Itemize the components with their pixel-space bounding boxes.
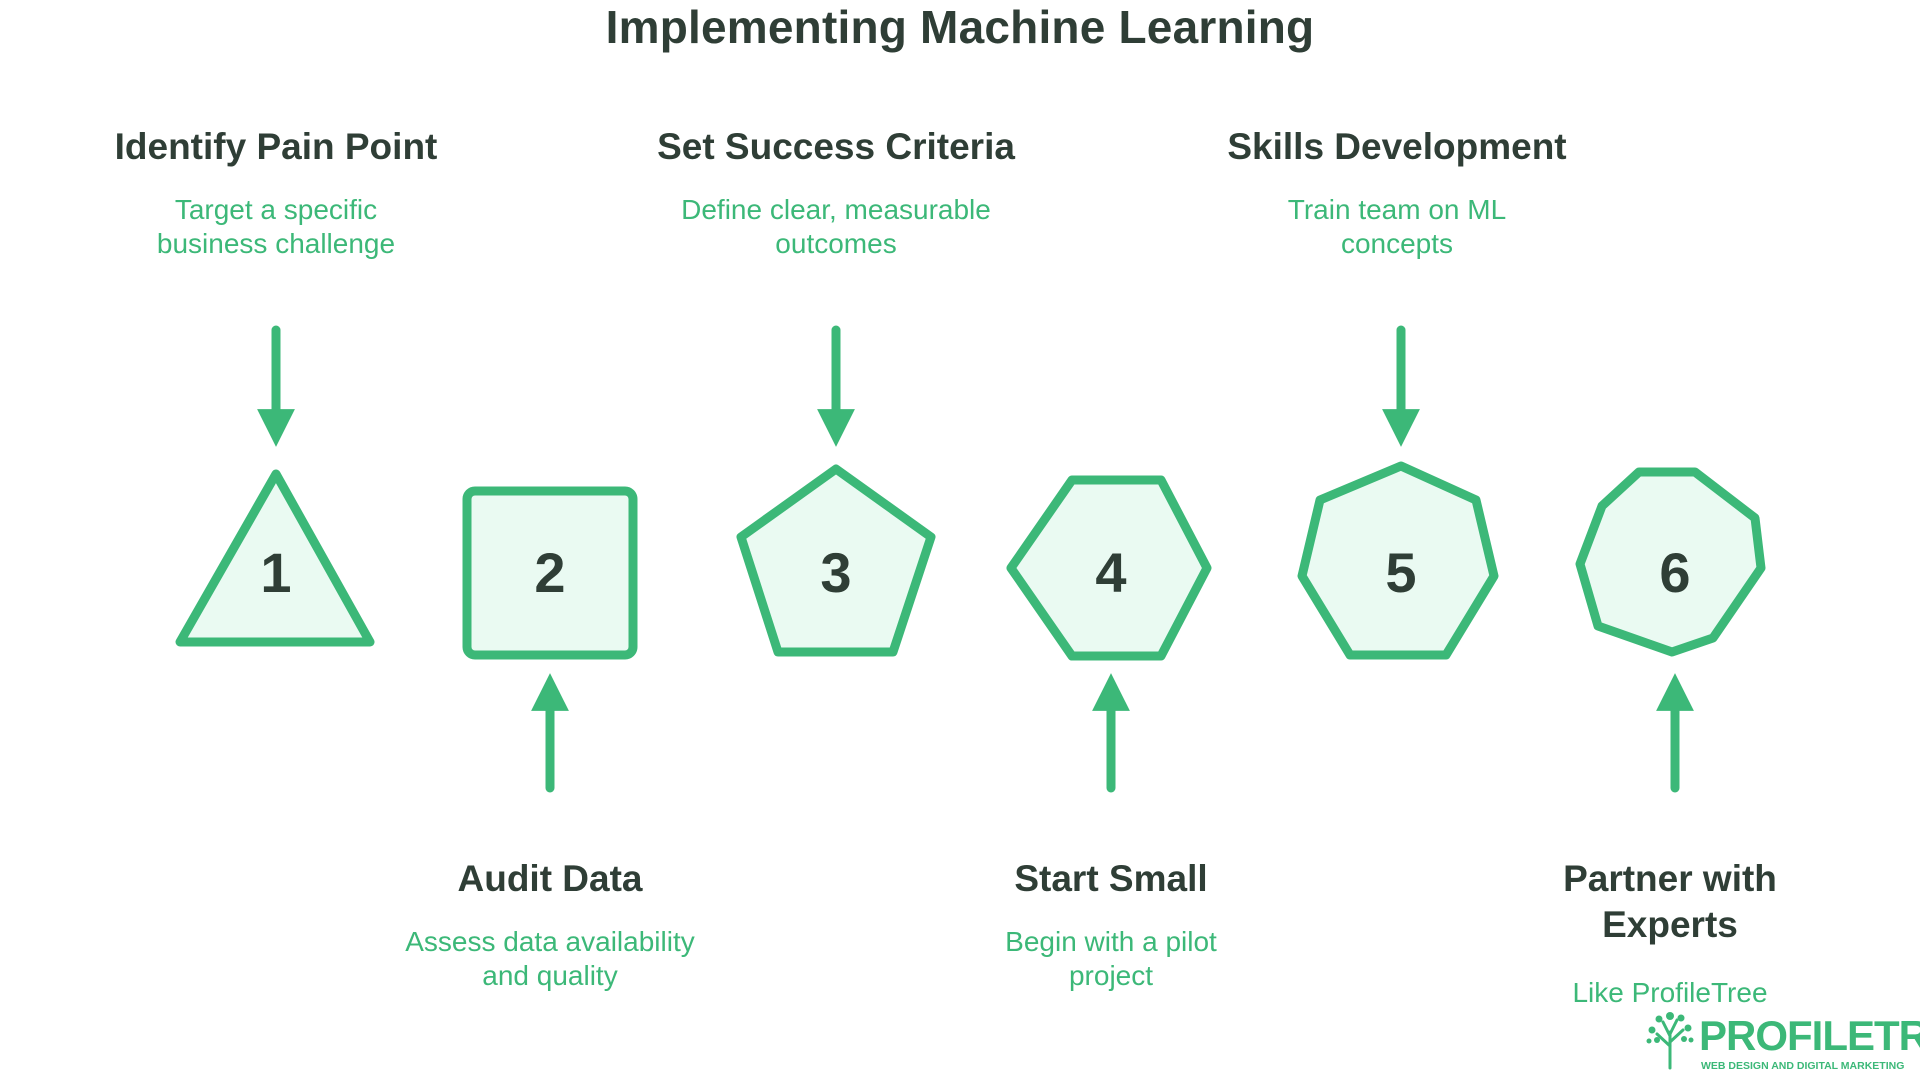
- step-6-title: Partner with Experts: [1410, 856, 1920, 948]
- step-6-description: Like ProfileTree: [1450, 976, 1890, 1010]
- step-6-shape: [1575, 467, 1766, 657]
- step-2-description: Assess data availability and quality: [330, 925, 770, 993]
- step-6-number: 6: [1659, 541, 1690, 604]
- step-1-number: 1: [260, 541, 291, 604]
- step-4-description-line-1: Begin with a pilot: [1005, 926, 1217, 957]
- step-2-description-line-1: Assess data availability: [405, 926, 695, 957]
- step-6-title-line-1: Partner with: [1563, 858, 1777, 899]
- step-2-description-line-2: and quality: [482, 960, 618, 991]
- page-title: Implementing Machine Learning: [605, 1, 1315, 53]
- step-5-number: 5: [1385, 541, 1416, 604]
- step-4-number: 4: [1095, 541, 1126, 604]
- step-4-shape: [1006, 475, 1212, 661]
- brand-tagline: WEB DESIGN AND DIGITAL MARKETING: [1701, 1060, 1905, 1072]
- step-1-title: Identify Pain Point: [114, 126, 438, 167]
- step-4-description-line-2: project: [1068, 960, 1154, 991]
- step-1-description-line-1: Target a specific: [174, 194, 378, 225]
- step-3-description: Define clear, measurable outcomes: [616, 193, 1056, 261]
- profiletree-logo: PROFILETREE WEB DESIGN AND DIGITAL MARKE…: [1645, 1010, 1920, 1076]
- step-1-shape: [175, 469, 375, 647]
- brand-name: PROFILETREE: [1699, 1012, 1920, 1059]
- step-3-description-line-1: Define clear, measurable: [681, 194, 991, 225]
- step-1-description: Target a specific business challenge: [56, 193, 496, 261]
- step-5-title: Skills Development: [1227, 126, 1567, 167]
- step-6-description-line-1: Like ProfileTree: [1572, 977, 1768, 1008]
- step-4-description: Begin with a pilot project: [891, 925, 1331, 993]
- step-3-description-line-2: outcomes: [775, 228, 897, 259]
- step-2-shape: [462, 486, 638, 660]
- step-5-description-line-2: concepts: [1340, 228, 1454, 259]
- step-6-title-line-2: Experts: [1602, 904, 1738, 945]
- step-5-description: Train team on ML concepts: [1177, 193, 1617, 261]
- tree-icon: [1646, 1012, 1694, 1070]
- step-2-number: 2: [534, 541, 565, 604]
- step-4-title: Start Small: [1014, 858, 1208, 899]
- step-1-description-line-2: business challenge: [156, 228, 396, 259]
- step-3-shape: [736, 464, 936, 657]
- step-5-description-line-1: Train team on ML: [1287, 194, 1507, 225]
- step-2-title: Audit Data: [457, 858, 643, 899]
- step-5-shape: [1297, 461, 1499, 660]
- step-3-title: Set Success Criteria: [657, 126, 1015, 167]
- step-3-number: 3: [820, 541, 851, 604]
